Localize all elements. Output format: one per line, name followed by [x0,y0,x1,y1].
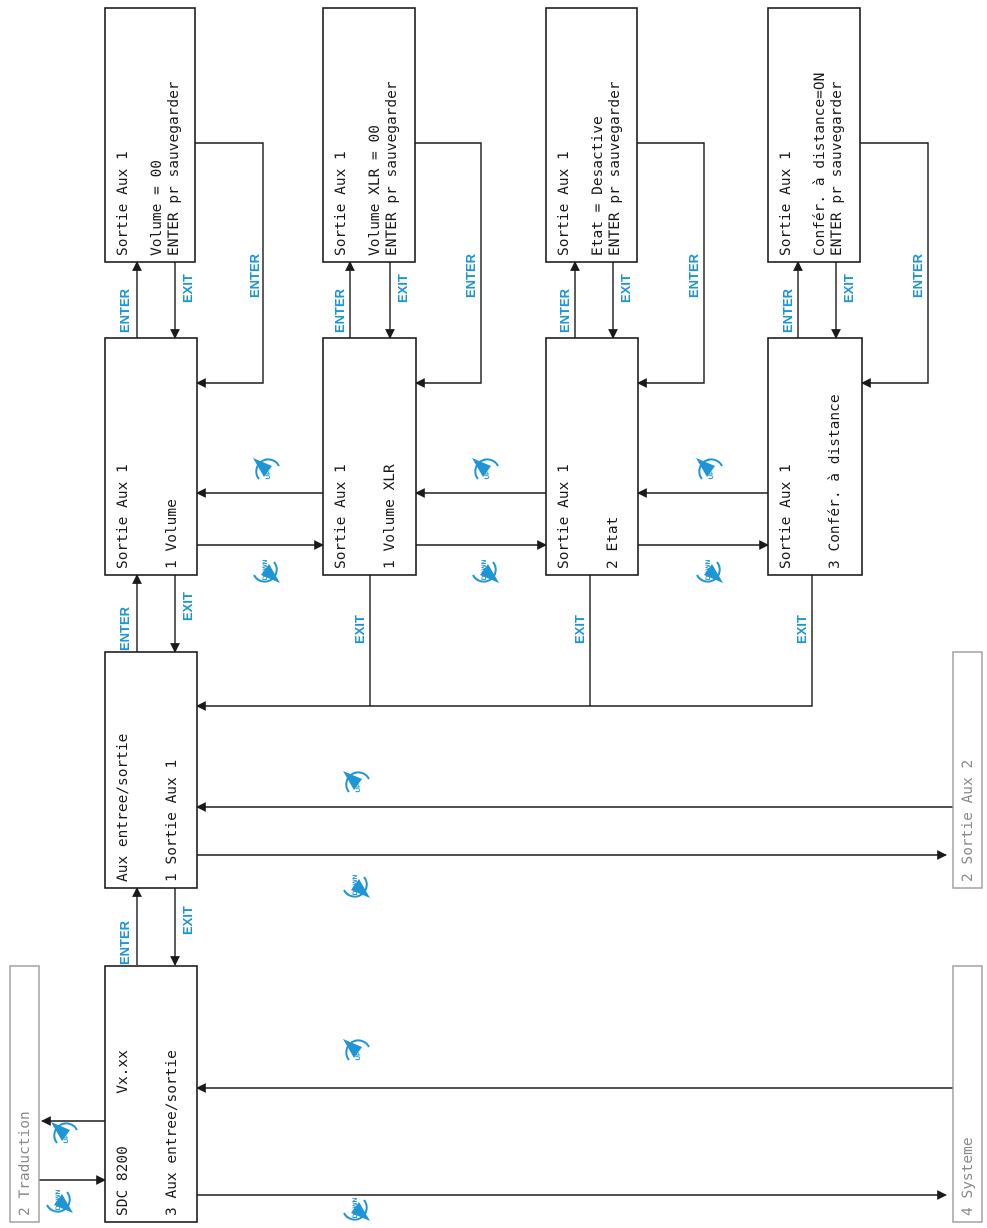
down-arrow-button-icon: DOWN [46,1189,74,1214]
screen-systeme-line1: 4 Systeme [960,1137,976,1216]
svg-text:UP: UP [484,470,491,480]
up-arrow-button-icon: UP [471,457,499,480]
screen-sortie-aux-2: 2 Sortie Aux 2 [952,651,983,889]
screen-menu-etat-line2: 2 Etat [605,517,621,569]
screen-edit-confer-line2: Confér. à distance=ON [812,73,828,256]
key-enter-label: ENTER [332,288,347,333]
screen-systeme: 4 Systeme [952,965,983,1223]
screen-edit-volume-xlr-line3: ENTER pr sauvegarder [384,81,400,256]
key-exit-label: EXIT [180,592,195,621]
svg-text:UP: UP [355,1051,362,1061]
svg-text:UP: UP [355,783,362,793]
screen-menu-volume-xlr-line2: 1 Volume XLR [382,464,398,569]
svg-text:UP: UP [708,470,715,480]
key-exit-label: EXIT [395,274,410,303]
key-enter-label: ENTER [557,288,572,333]
screen-edit-volume-line3: ENTER pr sauvegarder [166,81,182,256]
screen-menu-etat-line1: Sortie Aux 1 [556,464,572,569]
down-arrow-button-icon: DOWN [696,559,724,584]
key-enter-label: ENTER [910,253,925,298]
screen-edit-etat-line1: Sortie Aux 1 [556,151,572,256]
key-exit-label: EXIT [572,615,587,644]
key-enter-label: ENTER [247,253,262,298]
screen-edit-etat-line3: ENTER pr sauvegarder [607,81,623,256]
screen-menu-volume-line2: 1 Volume [164,499,180,569]
svg-text:DOWN: DOWN [481,559,488,580]
screen-edit-confer-line1: Sortie Aux 1 [778,151,794,256]
key-enter-label: ENTER [117,920,132,965]
navigation-buttons: UP DOWN UP DOWN UP DOWN UP [46,457,724,1222]
screen-menu-volume: Sortie Aux 1 1 Volume [104,337,198,576]
key-labels: ENTER EXIT ENTER EXIT EXIT EXIT EXIT ENT… [117,253,925,965]
key-exit-label: EXIT [352,615,367,644]
screen-edit-volume-xlr-line2: Volume XLR = 00 [367,125,383,256]
screen-menu-volume-line1: Sortie Aux 1 [115,464,131,569]
svg-text:DOWN: DOWN [705,559,712,580]
key-exit-label: EXIT [180,274,195,303]
svg-text:DOWN: DOWN [55,1189,62,1210]
up-arrow-button-icon: UP [252,457,280,480]
screen-menu-confer-line1: Sortie Aux 1 [778,464,794,569]
svg-text:DOWN: DOWN [352,874,359,895]
screen-edit-volume-xlr-line1: Sortie Aux 1 [333,151,349,256]
screen-traduction-line1: 2 Traduction [17,1111,33,1216]
screen-main-line1: SDC 8200 Vx.xx [115,1050,131,1216]
svg-text:DOWN: DOWN [352,1197,359,1218]
svg-text:DOWN: DOWN [262,559,269,580]
screen-menu-confer-line2: 3 Confér. à distance [827,394,843,569]
key-exit-label: EXIT [618,274,633,303]
key-enter-label: ENTER [117,288,132,333]
down-arrow-button-icon: DOWN [472,559,500,584]
screen-edit-etat-line2: Etat = Desactive [590,116,606,256]
key-enter-label: ENTER [117,606,132,651]
screen-edit-volume-xlr: Sortie Aux 1 Volume XLR = 00 ENTER pr sa… [322,7,416,263]
svg-text:UP: UP [63,1134,70,1144]
key-enter-label: ENTER [463,253,478,298]
up-arrow-button-icon: UP [695,457,723,480]
screen-menu-volume-xlr-line1: Sortie Aux 1 [333,464,349,569]
screen-sortie-aux-2-line1: 2 Sortie Aux 2 [960,760,976,882]
connector-lines [12,142,953,1200]
down-arrow-button-icon: DOWN [253,559,281,584]
key-enter-label: ENTER [686,253,701,298]
screen-menu-etat: Sortie Aux 1 2 Etat [545,337,639,576]
up-arrow-button-icon: UP [50,1121,78,1144]
key-exit-label: EXIT [841,274,856,303]
key-enter-label: ENTER [780,288,795,333]
screen-edit-confer: Sortie Aux 1 Confér. à distance=ON ENTER… [767,7,861,263]
screen-edit-volume-line2: Volume = 00 [149,160,165,256]
down-arrow-button-icon: DOWN [343,1197,371,1222]
screen-menu-confer: Sortie Aux 1 3 Confér. à distance [767,337,863,576]
screen-aux-menu-line1: Aux entree/sortie [115,734,131,882]
screen-main-line2: 3 Aux entree/sortie [164,1050,180,1216]
screen-main: SDC 8200 Vx.xx 3 Aux entree/sortie [104,965,198,1223]
screen-aux-menu-line2: 1 Sortie Aux 1 [164,760,180,882]
screen-edit-etat: Sortie Aux 1 Etat = Desactive ENTER pr s… [545,7,638,263]
up-arrow-button-icon: UP [342,1038,370,1061]
down-arrow-button-icon: DOWN [343,874,371,899]
screen-traduction: 2 Traduction [9,965,40,1223]
screen-edit-confer-line3: ENTER pr sauvegarder [829,81,845,256]
screen-edit-volume: Sortie Aux 1 Volume = 00 ENTER pr sauveg… [104,7,196,263]
screen-edit-volume-line1: Sortie Aux 1 [115,151,131,256]
key-exit-label: EXIT [180,906,195,935]
svg-text:UP: UP [265,470,272,480]
screen-aux-menu: Aux entree/sortie 1 Sortie Aux 1 [104,651,198,889]
screen-menu-volume-xlr: Sortie Aux 1 1 Volume XLR [322,337,417,576]
key-exit-label: EXIT [794,615,809,644]
up-arrow-button-icon: UP [342,770,370,793]
